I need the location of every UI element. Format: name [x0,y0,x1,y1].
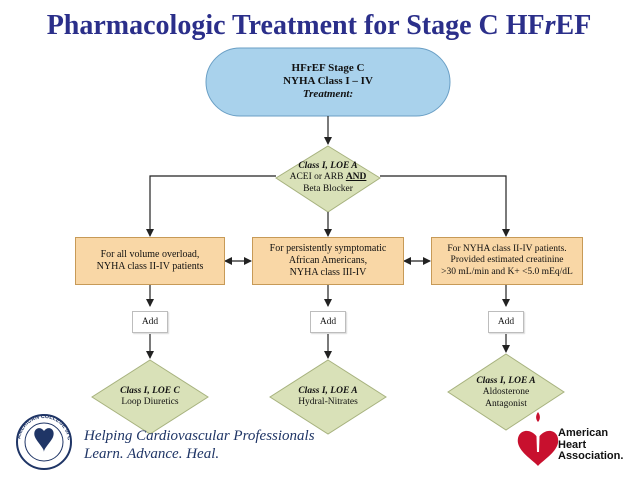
add-box-1: Add [132,311,168,333]
therapy-diamond-1-shape [91,359,209,435]
condition-box-line: NYHA class II-IV patients [96,261,204,272]
condition-box-african-americans: For persistently symptomatic African Ame… [252,237,404,285]
acc-tagline-1: Helping Cardiovascular Professionals [84,428,315,444]
condition-box-line: For persistently symptomatic [269,243,387,254]
decision-top: Class I, LOE A ACEI or ARB AND Beta Bloc… [270,158,386,198]
acc-seal-logo: AMERICAN COLLEGE of CARDIOLOGY [0,0,72,470]
therapy-class: Class I, LOE A [298,385,358,396]
condition-box-volume-overload: For all volume overload, NYHA class II-I… [75,237,225,285]
connector-decision-left [146,175,276,237]
add-label: Add [497,317,515,327]
therapy-diamond-2-shape [269,359,387,435]
start-node-line1: HFrEF Stage C [291,61,365,74]
therapy-hydral-nitrates: Class I, LOE A Hydral-Nitrates [278,384,378,410]
aha-line2: Heart [558,438,587,451]
condition-box-line: For all volume overload, [100,249,200,260]
decision-top-class: Class I, LOE A [298,160,358,171]
therapy-drug-line2: Antagonist [485,398,527,409]
therapy-drug: Aldosterone [482,387,530,398]
aha-heart-torch-logo [517,412,559,466]
decision-top-drug-pre: ACEI or ARB [289,172,346,183]
therapy-diamond-3-shape [447,353,565,431]
therapy-aldosterone-antagonist: Class I, LOE A Aldosterone Antagonist [456,374,556,412]
add-label: Add [319,317,337,327]
acc-tagline-2: Learn. Advance. Heal. [84,446,220,462]
start-node: HFrEF Stage C NYHA Class I – IV Treatmen… [226,56,430,106]
condition-box-creatinine: For NYHA class II-IV patients. Provided … [431,237,583,285]
condition-box-line: Provided estimated creatinine [450,255,564,266]
therapy-class: Class I, LOE C [120,385,180,396]
title-main: Pharmacologic Treatment for Stage C HF [46,10,545,41]
acc-seal-text: AMERICAN COLLEGE of CARDIOLOGY [0,0,72,441]
therapy-drug: Hydral-Nitrates [298,397,358,407]
title-tail: EF [555,10,592,41]
start-node-line2: NYHA Class I – IV [283,74,373,87]
add-box-3: Add [488,311,524,333]
svg-text:AMERICAN COLLEGE of CARDIOLOGY: AMERICAN COLLEGE of CARDIOLOGY [0,0,72,441]
decision-top-drugs: ACEI or ARB AND [290,172,367,184]
decision-top-and: AND [345,172,367,183]
add-label: Add [141,317,159,327]
condition-box-line: For NYHA class II-IV patients. [447,243,567,254]
connector-decision-right [380,175,510,237]
aha-wordmark: American Heart Association. [558,427,624,463]
title-italic-letter: r [544,10,556,41]
add-box-2: Add [310,311,346,333]
condition-box-line: >30 mL/min and K+ <5.0 mEq/dL [441,266,573,277]
condition-box-line: NYHA class III-IV [289,267,367,278]
therapy-loop-diuretics: Class I, LOE C Loop Diuretics [100,384,200,410]
therapy-drug: Loop Diuretics [121,397,179,407]
decision-top-drug2: Beta Blocker [303,183,353,194]
slide-title: Pharmacologic Treatment for Stage C HFrE… [14,10,624,42]
therapy-class: Class I, LOE A [476,375,536,386]
aha-line1: American [558,427,609,439]
start-node-line3: Treatment: [302,87,354,100]
condition-box-line: African Americans, [288,255,368,266]
aha-line3: Association. [558,450,624,462]
